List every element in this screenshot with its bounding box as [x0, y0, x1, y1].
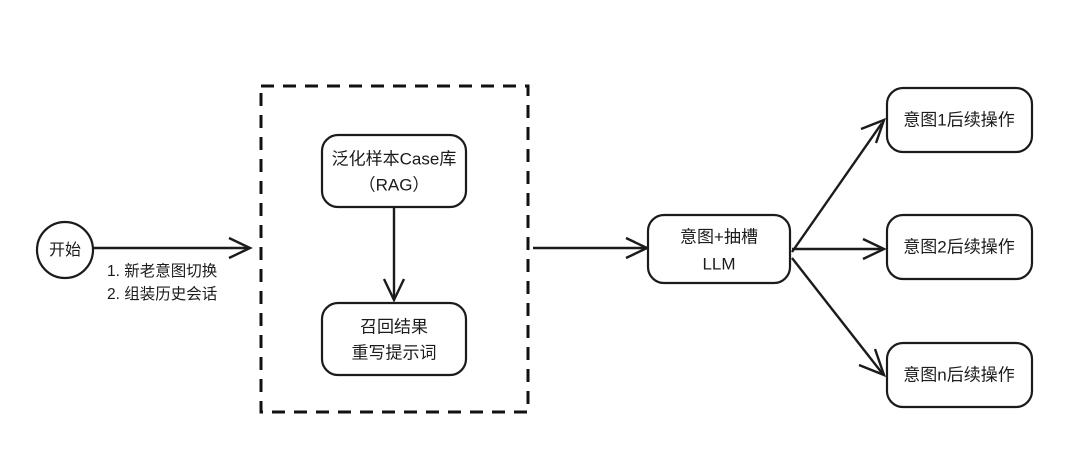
rag-node-label-line2: （RAG）	[359, 175, 430, 194]
rewrite-node-box[interactable]	[320, 301, 468, 377]
intent1-node-label: 意图1后续操作	[903, 110, 1014, 129]
intent2-node-box[interactable]	[885, 213, 1034, 281]
rewrite-node-label-line1: 召回结果	[360, 317, 428, 336]
rag-node-label-line1: 泛化样本Case库	[332, 149, 457, 168]
llm-node-label-line1: 意图+抽槽	[680, 227, 758, 246]
start-node-circle[interactable]	[35, 220, 95, 280]
edge-llm-to-intentn-arrowhead	[858, 348, 886, 378]
intentn-node-label: 意图n后续操作	[903, 365, 1014, 384]
intent2-node-label: 意图2后续操作	[903, 237, 1014, 256]
edge-llm-to-intentn	[791, 257, 883, 374]
dashed-group-frame	[259, 84, 530, 414]
llm-node-box[interactable]	[646, 213, 792, 285]
start-edge-label-line2: 2. 组装历史会话	[107, 285, 217, 303]
intent1-node-box[interactable]	[885, 86, 1034, 154]
edge-rag-to-rewrite-arrowhead	[382, 278, 406, 303]
llm-node-label-line2: LLM	[702, 254, 735, 273]
rag-node-box[interactable]	[320, 133, 468, 209]
edge-llm-to-intent1	[791, 122, 883, 253]
edge-start-to-group-arrowhead	[228, 236, 253, 260]
edge-llm-to-intent2-arrowhead	[862, 237, 887, 261]
rewrite-node-label-line2: 重写提示词	[352, 343, 437, 362]
start-edge-label-line1: 1. 新老意图切换	[107, 261, 218, 280]
edge-llm-to-intent1-arrowhead	[860, 117, 886, 144]
intentn-node-box[interactable]	[885, 341, 1034, 409]
start-node-label: 开始	[49, 241, 81, 259]
